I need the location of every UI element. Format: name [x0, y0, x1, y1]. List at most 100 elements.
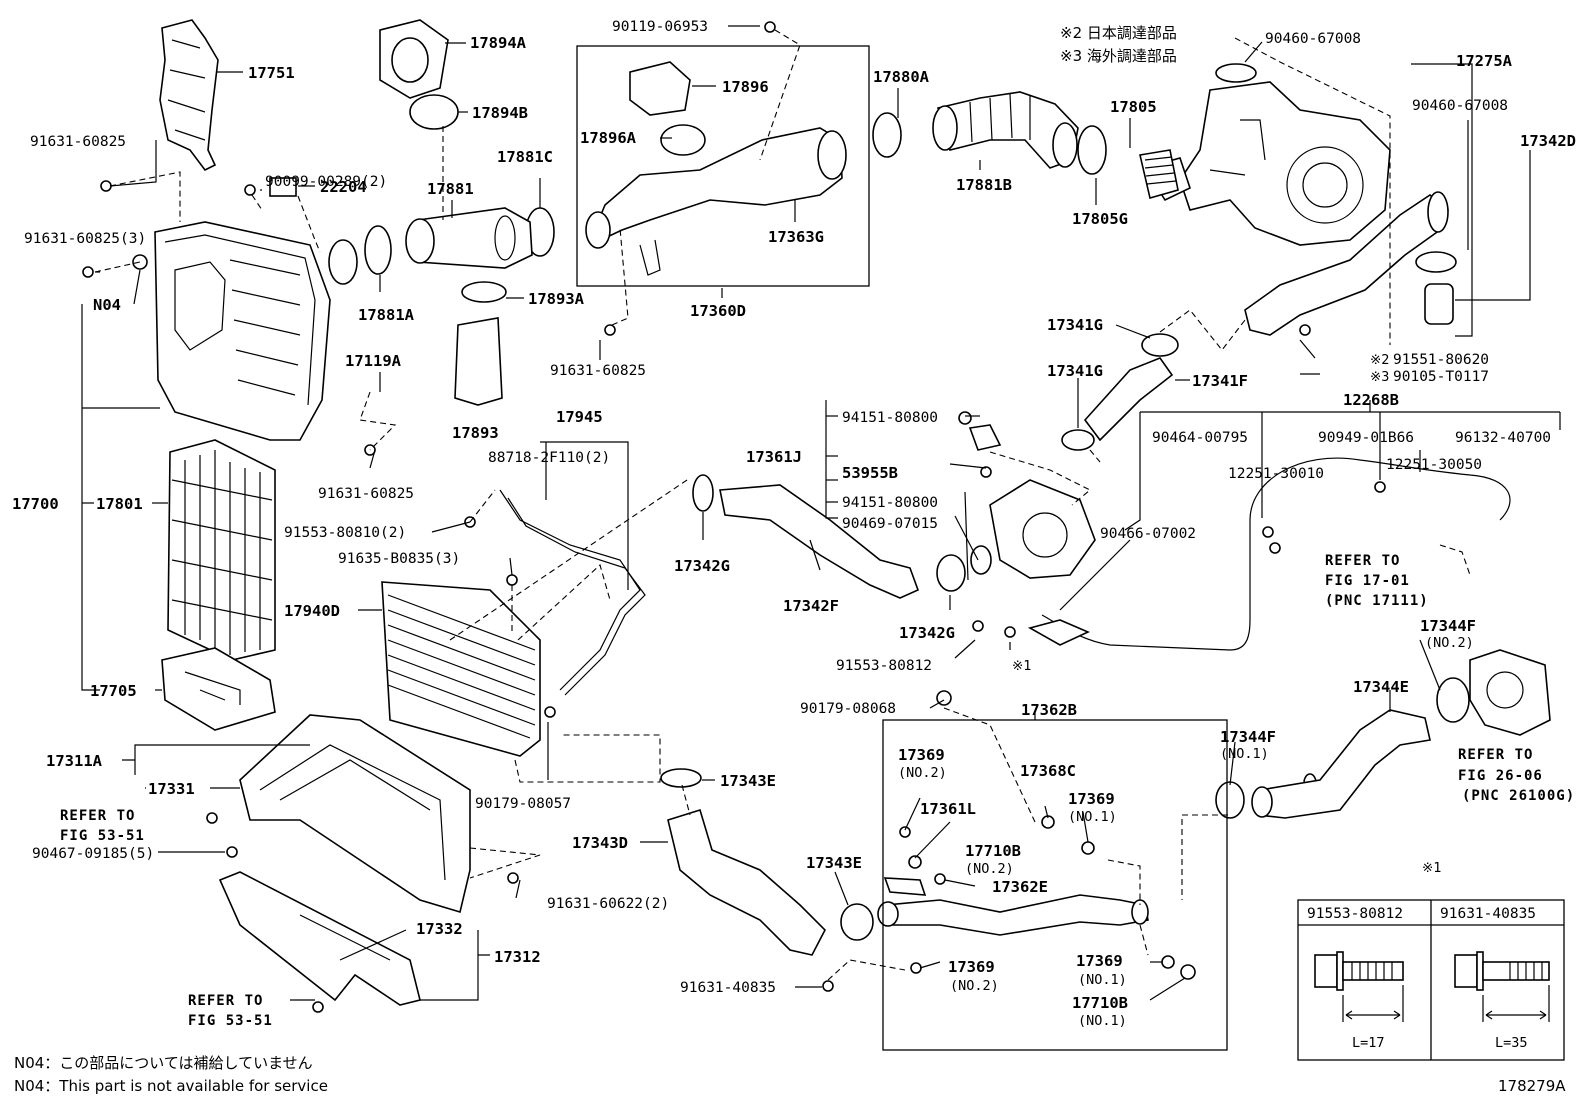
- ref-fig-17-01-line2: FIG 17-01: [1325, 573, 1410, 589]
- label-17344E: 17344E: [1353, 678, 1409, 696]
- label-17343E-b: 17343E: [806, 854, 862, 872]
- label-17343D: 17343D: [572, 834, 628, 852]
- label-N04: N04: [93, 296, 121, 314]
- label-17332: 17332: [416, 920, 463, 938]
- label-90464-00795: 90464-00795: [1152, 430, 1248, 446]
- qualifier-mark1: ※1: [1012, 658, 1031, 674]
- label-12268B: 12268B: [1343, 391, 1399, 409]
- label-91631-40835: 91631-40835: [680, 980, 776, 996]
- qualifier-no1-c: (NO.1): [1078, 972, 1127, 988]
- label-17893: 17893: [452, 424, 499, 442]
- label-17894B: 17894B: [472, 104, 528, 122]
- label-90105-T0117: 90105-T0117: [1393, 369, 1489, 385]
- hose-clamps-drawing: [364, 63, 1470, 941]
- part-labels: 17751 17894A 17894B 90119-06953 17896 17…: [12, 19, 1576, 1012]
- bracket-17312-drawing: [218, 871, 421, 1006]
- label-17368C: 17368C: [1020, 762, 1076, 780]
- label-17362E: 17362E: [992, 878, 1048, 896]
- air-cleaner-case-drawing: [154, 221, 358, 441]
- legend-mark2-domestic: ※2 日本調達部品: [1060, 24, 1177, 42]
- label-96132-40700: 96132-40700: [1455, 430, 1551, 446]
- label-17369-b: 17369: [1068, 790, 1115, 808]
- label-17369-d: 17369: [1076, 952, 1123, 970]
- fasteners-drawing: [82, 21, 1386, 1013]
- pipe-17342D-drawing: [1244, 191, 1454, 336]
- label-90119-06953: 90119-06953: [612, 19, 708, 35]
- label-17710B-b: 17710B: [1072, 994, 1128, 1012]
- label-17940D: 17940D: [284, 602, 340, 620]
- bolt-length-table: ※1 91553-80812 91631-40835 L=17 L=35: [1297, 860, 1565, 1061]
- hex-bolt-icon: [1454, 951, 1550, 1022]
- label-17312: 17312: [494, 948, 541, 966]
- qualifier-labels: (NO.2) (NO.1) (NO.1) (NO.2) (NO.2) (NO.2…: [898, 352, 1474, 1029]
- label-12251-30010: 12251-30010: [1228, 466, 1324, 482]
- ref-fig-26-06-line3: (PNC 26100G): [1462, 788, 1575, 804]
- label-17751: 17751: [248, 64, 295, 82]
- leader-lines: [81, 25, 1561, 1001]
- inlet-pipe-17894A-drawing: [379, 19, 449, 99]
- label-17342G-b: 17342G: [899, 624, 955, 642]
- qualifier-no1-d: (NO.1): [1078, 1013, 1127, 1029]
- label-17894A: 17894A: [470, 34, 527, 52]
- label-17275A: 17275A: [1456, 52, 1513, 70]
- qualifier-mark3: ※3: [1370, 369, 1389, 385]
- label-17369-a: 17369: [898, 746, 945, 764]
- dashed-lines: [94, 29, 1471, 981]
- label-17881A: 17881A: [358, 306, 415, 324]
- label-91553-80810: 91553-80810(2): [284, 525, 406, 541]
- bolt-table-col2-length: L=35: [1495, 1035, 1528, 1051]
- hose-17881-drawing: [405, 207, 533, 269]
- footnote-japanese: N04：この部品については補給していません: [14, 1054, 313, 1072]
- qualifier-no2-a: (NO.2): [898, 765, 947, 781]
- label-91631-60825-a: 91631-60825: [30, 134, 126, 150]
- hose-17343D-drawing: [667, 808, 826, 956]
- label-17341G-b: 17341G: [1047, 362, 1103, 380]
- label-17344F-a: 17344F: [1420, 617, 1476, 635]
- group-box-17362B: [882, 719, 1228, 1051]
- label-17705: 17705: [90, 682, 137, 700]
- hose-17341F-drawing: [1083, 357, 1174, 442]
- qualifier-no2-d: (NO.2): [1425, 635, 1474, 651]
- procurement-legend: ※2 日本調達部品 ※3 海外調達部品: [1060, 24, 1177, 65]
- label-17343E-a: 17343E: [720, 772, 776, 790]
- turbocharger-drawing: [1143, 81, 1391, 246]
- label-17801: 17801: [96, 495, 143, 513]
- label-90179-08057: 90179-08057: [475, 796, 571, 812]
- label-17119A: 17119A: [345, 352, 402, 370]
- label-17805: 17805: [1110, 98, 1157, 116]
- label-17881: 17881: [427, 180, 474, 198]
- bolt-table-col1-length: L=17: [1352, 1035, 1385, 1051]
- label-17896: 17896: [722, 78, 769, 96]
- qualifier-no1-b: (NO.1): [1068, 809, 1117, 825]
- label-17341F: 17341F: [1192, 372, 1248, 390]
- label-88718-2F110: 88718-2F110(2): [488, 450, 610, 466]
- label-94151-80800-a: 94151-80800: [842, 410, 938, 426]
- vacuum-line-drawing: [1027, 457, 1511, 651]
- label-17896A: 17896A: [580, 129, 637, 147]
- label-90179-08068: 90179-08068: [800, 701, 896, 717]
- connector-17805-drawing: [1139, 149, 1179, 200]
- footnote-english: N04：This part is not available for servi…: [14, 1077, 328, 1095]
- diagram-id: 178279A: [1498, 1077, 1566, 1095]
- ref-fig-17-01-line1: REFER TO: [1325, 553, 1400, 569]
- label-91631-60825-c: 91631-60825: [550, 363, 646, 379]
- intake-pipe-17360D-drawing: [585, 61, 847, 276]
- label-22204: 22204: [320, 178, 367, 196]
- label-90460-67008-top: 90460-67008: [1265, 31, 1361, 47]
- air-duct-drawing: [159, 19, 219, 172]
- label-17311A: 17311A: [46, 752, 103, 770]
- reference-labels: REFER TO FIG 17-01 (PNC 17111) REFER TO …: [60, 553, 1575, 1029]
- bolt-table-col2-header: 91631-40835: [1440, 906, 1536, 922]
- label-17881B: 17881B: [956, 176, 1012, 194]
- intercooler-17940D-drawing: [381, 581, 541, 757]
- pipe-17362B-drawing: [877, 877, 1149, 936]
- label-17369-c: 17369: [948, 958, 995, 976]
- label-91635-B0835: 91635-B0835(3): [338, 551, 460, 567]
- cover-17893-drawing: [454, 317, 503, 406]
- label-90469-07015: 90469-07015: [842, 516, 938, 532]
- label-91551-80620: 91551-80620: [1393, 352, 1489, 368]
- label-17710B-a: 17710B: [965, 842, 1021, 860]
- label-17893A: 17893A: [528, 290, 585, 308]
- label-90949-01B66: 90949-01B66: [1318, 430, 1414, 446]
- ref-fig-53-51-a-line1: REFER TO: [60, 808, 135, 824]
